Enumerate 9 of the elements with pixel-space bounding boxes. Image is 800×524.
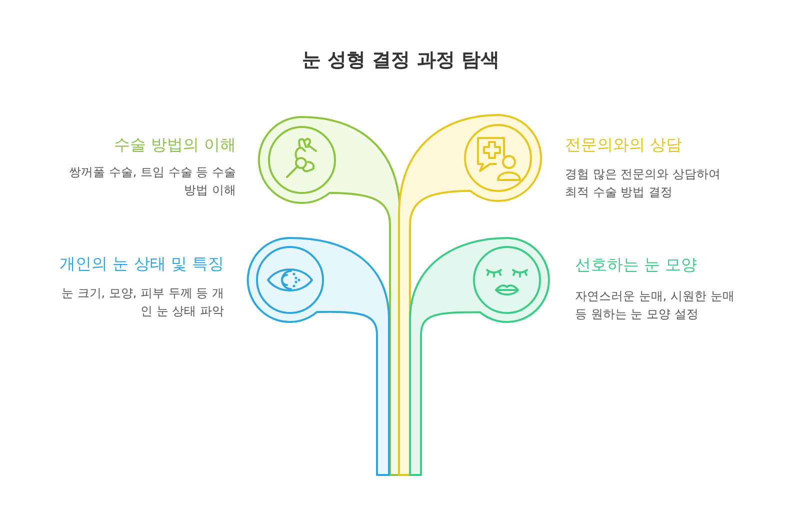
diagram-title: 눈 성형 결정 과정 탐색: [302, 48, 500, 72]
step-heading: 선호하는 눈 모양: [575, 255, 698, 275]
step-heading: 개인의 눈 상태 및 특징: [60, 254, 224, 274]
step-description: 쌍꺼풀 수술, 트임 수술 등 수술 방법 이해: [68, 164, 236, 199]
step-description: 자연스러운 눈매, 시원한 눈매 등 원하는 눈 모양 설정: [575, 288, 736, 323]
step-heading: 수술 방법의 이해: [114, 135, 236, 155]
step-description: 경험 많은 전문의와 상담하여 최적 수술 방법 결정: [565, 166, 722, 201]
step-description: 눈 크기, 모양, 피부 두께 등 개인 눈 상태 파악: [60, 285, 224, 320]
step-heading: 전문의와의 상담: [565, 135, 682, 155]
